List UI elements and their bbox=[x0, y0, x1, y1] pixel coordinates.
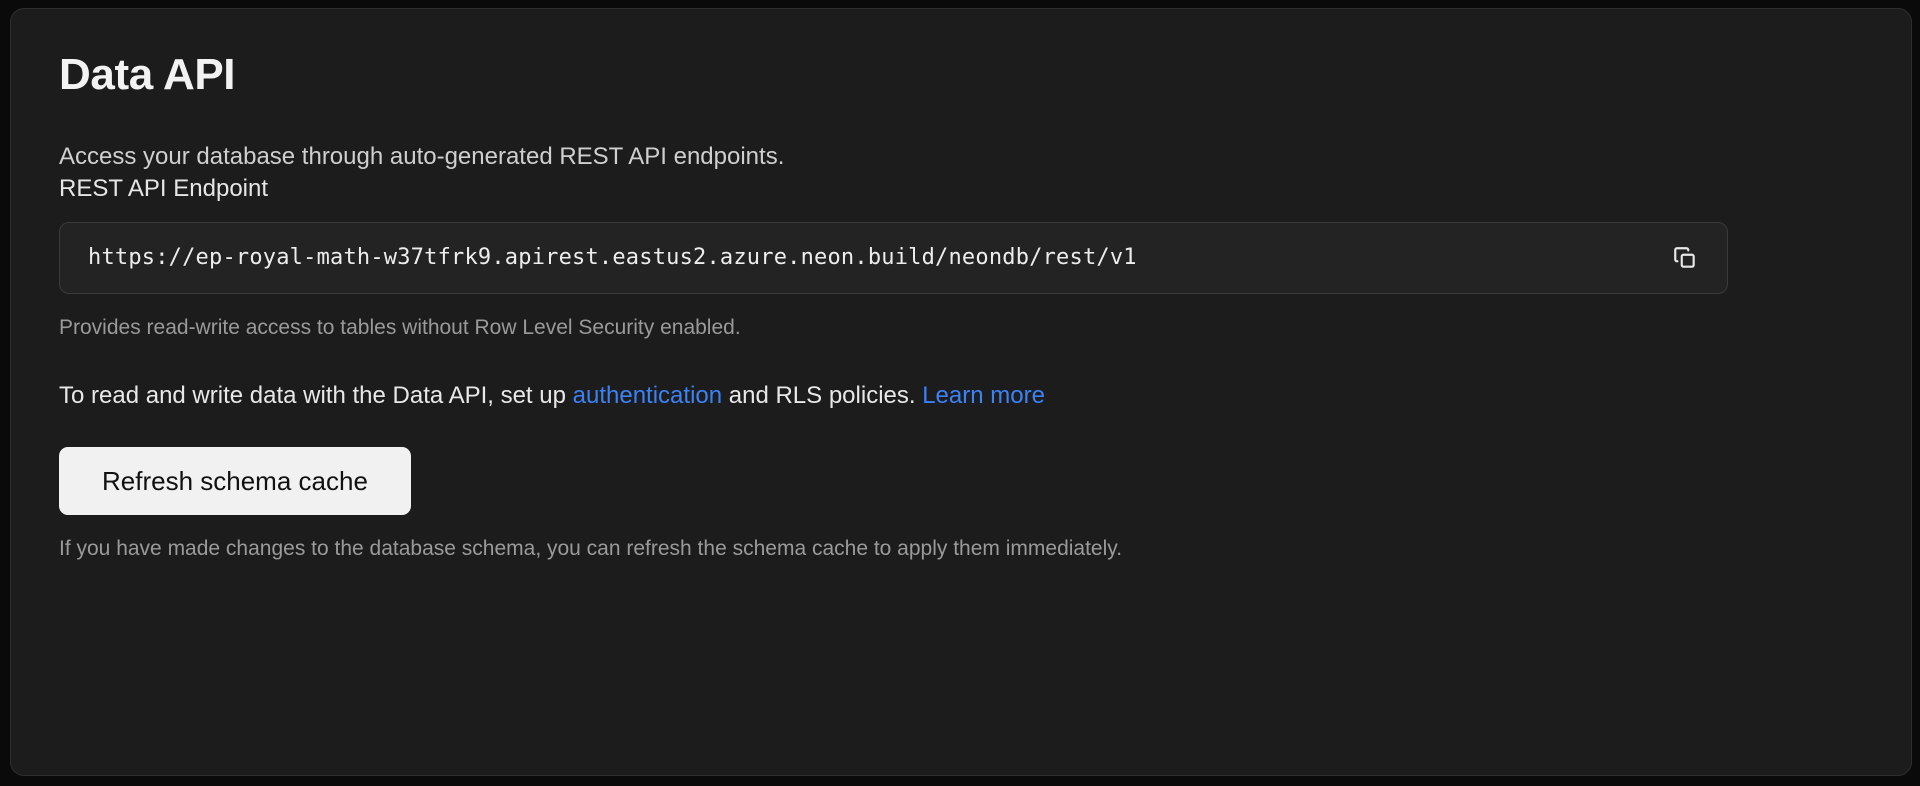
rest-api-endpoint-input[interactable] bbox=[88, 245, 1665, 271]
rest-api-endpoint-field[interactable] bbox=[59, 221, 1728, 294]
authentication-link[interactable]: authentication bbox=[572, 382, 723, 410]
refresh-footnote: If you have made changes to the database… bbox=[59, 537, 1123, 561]
copy-endpoint-button[interactable] bbox=[1665, 238, 1705, 278]
setup-note: To read and write data with the Data API… bbox=[59, 342, 1863, 411]
setup-note-text-between: and RLS policies. bbox=[722, 382, 923, 410]
endpoint-hint-text: Provides read-write access to tables wit… bbox=[59, 315, 741, 339]
data-api-card: Data API Access your database through au… bbox=[10, 8, 1912, 776]
refresh-schema-cache-button[interactable]: Refresh schema cache bbox=[59, 447, 411, 516]
card-description: Access your database through auto-genera… bbox=[59, 143, 785, 171]
rest-api-endpoint-label: REST API Endpoint bbox=[59, 174, 269, 202]
setup-note-text-before: To read and write data with the Data API… bbox=[59, 382, 573, 410]
learn-more-link[interactable]: Learn more bbox=[922, 382, 1045, 410]
copy-icon bbox=[1672, 245, 1698, 271]
page-title: Data API bbox=[59, 50, 236, 99]
